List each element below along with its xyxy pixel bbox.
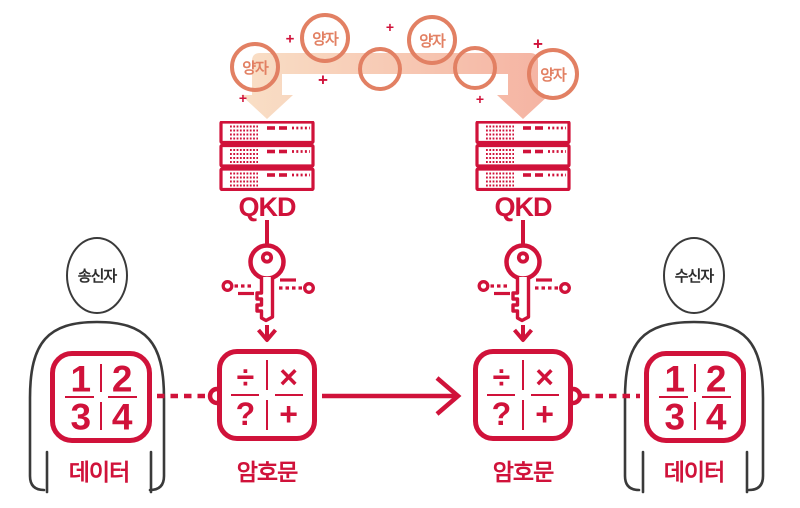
data-cell-3: 3 <box>70 396 92 438</box>
receiver-ciphertext-label: 암호문 <box>492 459 554 485</box>
quantum-particle: 양자 <box>527 48 579 100</box>
sender-head: 송신자 <box>66 237 128 314</box>
cipher-symbol-plus: + <box>279 395 298 432</box>
sender-body-outline <box>28 320 166 494</box>
quantum-particle-label: 양자 <box>312 30 339 48</box>
sender-qkd-label: QKD <box>238 192 297 222</box>
data-cell-1: 1 <box>664 358 686 400</box>
receiver-body-outline <box>623 320 765 494</box>
data-cell-4: 4 <box>111 396 133 438</box>
quantum-particle: 양자 <box>230 42 280 92</box>
plus-sparkle: + <box>533 34 543 54</box>
sender-ciphertext-box: ÷ × ? + <box>217 349 317 441</box>
data-cell-4: 4 <box>705 396 727 438</box>
quantum-particle-empty <box>358 47 402 91</box>
plus-sparkle: + <box>238 90 248 106</box>
data-cell-1: 1 <box>70 358 92 400</box>
cipher-symbol-multiply: × <box>535 358 554 395</box>
quantum-particle-label: 양자 <box>540 66 567 84</box>
data-cell-2: 2 <box>705 358 727 400</box>
cipher-symbol-divide: ÷ <box>236 358 255 395</box>
cipher-symbol-question: ? <box>235 395 256 432</box>
sender-qkd-server-icon <box>217 120 317 192</box>
sender-role-label: 송신자 <box>77 268 117 285</box>
receiver-qkd-server-icon <box>473 120 573 192</box>
cipher-symbol-question: ? <box>491 395 512 432</box>
cipher-symbol-multiply: × <box>279 358 298 395</box>
data-cell-3: 3 <box>664 396 686 438</box>
receiver-ciphertext-box: ÷ × ? + <box>473 349 573 441</box>
plus-sparkle: + <box>385 19 395 35</box>
quantum-particle: 양자 <box>407 15 457 65</box>
receiver-data-box: 1 2 3 4 <box>644 351 746 443</box>
receiver-data-label: 데이터 <box>663 459 725 485</box>
receiver-role-label: 수신자 <box>674 268 714 285</box>
plus-sparkle: + <box>475 91 485 107</box>
receiver-qkd-label: QKD <box>494 192 553 222</box>
data-cell-2: 2 <box>111 358 133 400</box>
cipher-symbol-divide: ÷ <box>492 358 511 395</box>
quantum-particle: 양자 <box>300 13 350 63</box>
sender-quantum-key-icon <box>217 220 317 344</box>
quantum-particle-empty <box>453 46 497 90</box>
plus-sparkle: + <box>285 30 295 48</box>
ciphertext-transmission-arrow <box>322 376 462 416</box>
sender-ciphertext-label: 암호문 <box>236 459 298 485</box>
plus-sparkle: + <box>318 70 328 90</box>
quantum-particle-label: 양자 <box>419 32 446 50</box>
cipher-symbol-plus: + <box>535 395 554 432</box>
receiver-head: 수신자 <box>663 237 725 314</box>
receiver-quantum-key-icon <box>473 220 573 344</box>
sender-data-label: 데이터 <box>68 459 130 485</box>
quantum-particle-label: 양자 <box>242 59 269 77</box>
sender-data-box: 1 2 3 4 <box>50 351 152 443</box>
